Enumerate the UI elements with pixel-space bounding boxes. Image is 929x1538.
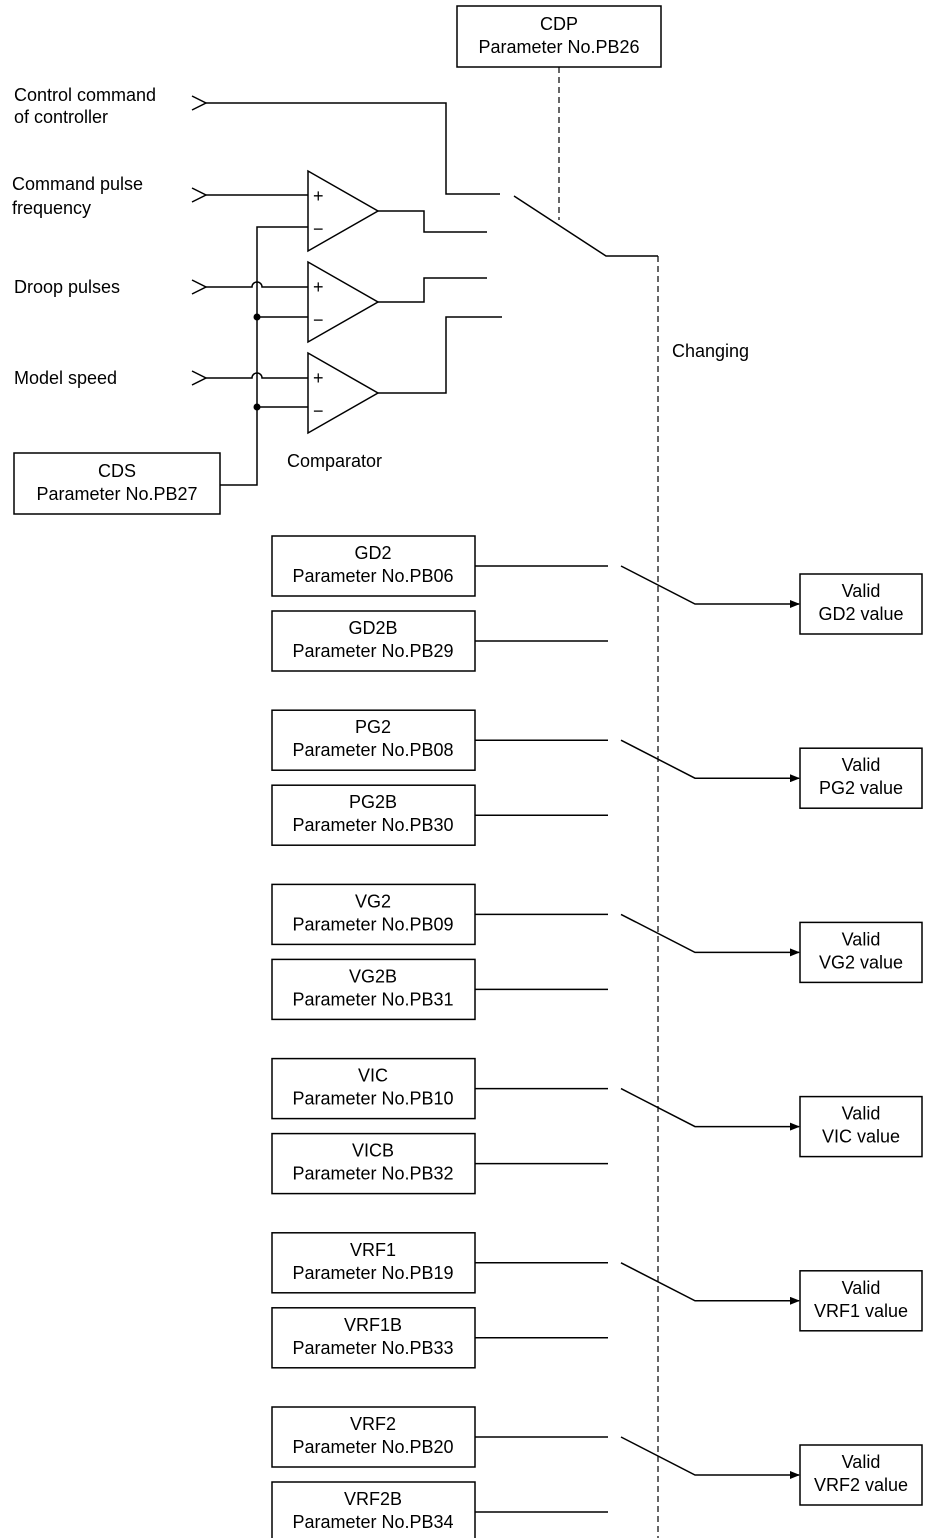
cdp-name: CDP [540, 14, 578, 34]
input-label-control-command-1: Control command [14, 85, 156, 105]
secondary-parameter-box [271, 1132, 476, 1195]
comparator-1-output [378, 210, 487, 233]
comparator-3-minus: − [313, 401, 324, 421]
valid-value-line-2: VRF1 value [814, 1301, 908, 1321]
secondary-parameter-box [271, 1307, 476, 1369]
cds-name: CDS [98, 461, 136, 481]
selector-switch-arrow [620, 739, 800, 783]
input-label-command-pulse-1: Command pulse [12, 174, 143, 194]
cds-parameter-box: CDS Parameter No.PB27 [13, 452, 221, 515]
secondary-parameter-name: VRF2B [344, 1489, 402, 1509]
secondary-parameter-number: Parameter No.PB32 [292, 1164, 453, 1184]
selector-switch-arrow [620, 913, 800, 957]
junction-dot-2 [253, 403, 261, 411]
valid-value-line-2: GD2 value [818, 604, 903, 624]
selector-switch-arrow [620, 1262, 800, 1305]
valid-value-line-2: VRF2 value [814, 1475, 908, 1495]
changing-label: Changing [672, 341, 749, 361]
secondary-parameter-number: Parameter No.PB31 [292, 989, 453, 1009]
secondary-parameter-name: PG2B [349, 792, 397, 812]
comparator-3: + − [307, 351, 380, 435]
comparator-2-minus: − [313, 310, 324, 330]
input-label-droop-pulses: Droop pulses [14, 277, 120, 297]
input-label-control-command-2: of controller [14, 107, 108, 127]
primary-parameter-name: PG2 [355, 717, 391, 737]
valid-value-box [799, 1095, 923, 1158]
valid-value-line-1: Valid [842, 1104, 881, 1124]
valid-value-line-1: Valid [842, 1278, 881, 1298]
cds-param: Parameter No.PB27 [36, 484, 197, 504]
valid-value-line-1: Valid [842, 581, 881, 601]
secondary-parameter-number: Parameter No.PB33 [292, 1338, 453, 1358]
primary-parameter-box [271, 883, 476, 946]
secondary-parameter-box [271, 610, 476, 672]
secondary-parameter-number: Parameter No.PB29 [292, 641, 453, 661]
valid-value-box [799, 573, 923, 635]
comparator-1-plus: + [313, 186, 324, 206]
primary-parameter-number: Parameter No.PB06 [292, 566, 453, 586]
secondary-parameter-name: GD2B [348, 618, 397, 638]
selector-switch-arrow [620, 1087, 800, 1131]
selector-switch-arrow [620, 565, 800, 608]
input-label-command-pulse-2: frequency [12, 198, 91, 218]
secondary-parameter-name: VRF1B [344, 1315, 402, 1335]
comparator-2-plus: + [313, 277, 324, 297]
primary-parameter-box [271, 1232, 476, 1294]
primary-parameter-number: Parameter No.PB20 [292, 1437, 453, 1457]
cdp-param: Parameter No.PB26 [478, 37, 639, 57]
valid-value-box [799, 1444, 923, 1506]
secondary-parameter-box [271, 1481, 476, 1538]
secondary-parameter-number: Parameter No.PB34 [292, 1512, 453, 1532]
valid-value-line-1: Valid [842, 929, 881, 949]
input-chevrons [191, 95, 208, 386]
secondary-parameter-box [271, 784, 476, 846]
valid-value-box [799, 921, 923, 984]
comparator-1: + − [307, 169, 380, 253]
primary-parameter-box [271, 709, 476, 771]
secondary-parameter-number: Parameter No.PB30 [292, 815, 453, 835]
primary-parameter-number: Parameter No.PB10 [292, 1089, 453, 1109]
valid-value-box [799, 1270, 923, 1332]
comparator-3-output [378, 316, 502, 394]
comparator-1-minus: − [313, 219, 324, 239]
comparator-minus-bus [220, 226, 308, 486]
secondary-parameter-box [271, 958, 476, 1021]
valid-value-line-1: Valid [842, 755, 881, 775]
primary-parameter-name: GD2 [354, 543, 391, 563]
input-label-model-speed: Model speed [14, 368, 117, 388]
primary-parameter-name: VIC [358, 1066, 388, 1086]
primary-parameter-number: Parameter No.PB09 [292, 914, 453, 934]
cdp-parameter-box: CDP Parameter No.PB26 [456, 5, 662, 68]
valid-value-line-2: PG2 value [819, 778, 903, 798]
primary-parameter-name: VG2 [355, 891, 391, 911]
comparator-label: Comparator [287, 451, 382, 471]
comparator-2-output [378, 277, 487, 303]
junction-dot-1 [253, 313, 261, 321]
comparator-3-plus: + [313, 368, 324, 388]
valid-value-line-2: VG2 value [819, 952, 903, 972]
primary-parameter-name: VRF1 [350, 1240, 396, 1260]
primary-parameter-box [271, 1406, 476, 1468]
primary-parameter-box [271, 1057, 476, 1120]
cdp-selector-switch [513, 195, 658, 257]
comparator-2: + − [307, 260, 380, 344]
control-command-wire [206, 102, 500, 195]
primary-parameter-number: Parameter No.PB08 [292, 740, 453, 760]
secondary-parameter-name: VG2B [349, 966, 397, 986]
secondary-parameter-name: VICB [352, 1141, 394, 1161]
selector-switch-arrow [620, 1436, 800, 1479]
valid-value-box [799, 747, 923, 809]
valid-value-line-2: VIC value [822, 1127, 900, 1147]
primary-parameter-number: Parameter No.PB19 [292, 1263, 453, 1283]
primary-parameter-name: VRF2 [350, 1414, 396, 1434]
valid-value-line-1: Valid [842, 1452, 881, 1472]
